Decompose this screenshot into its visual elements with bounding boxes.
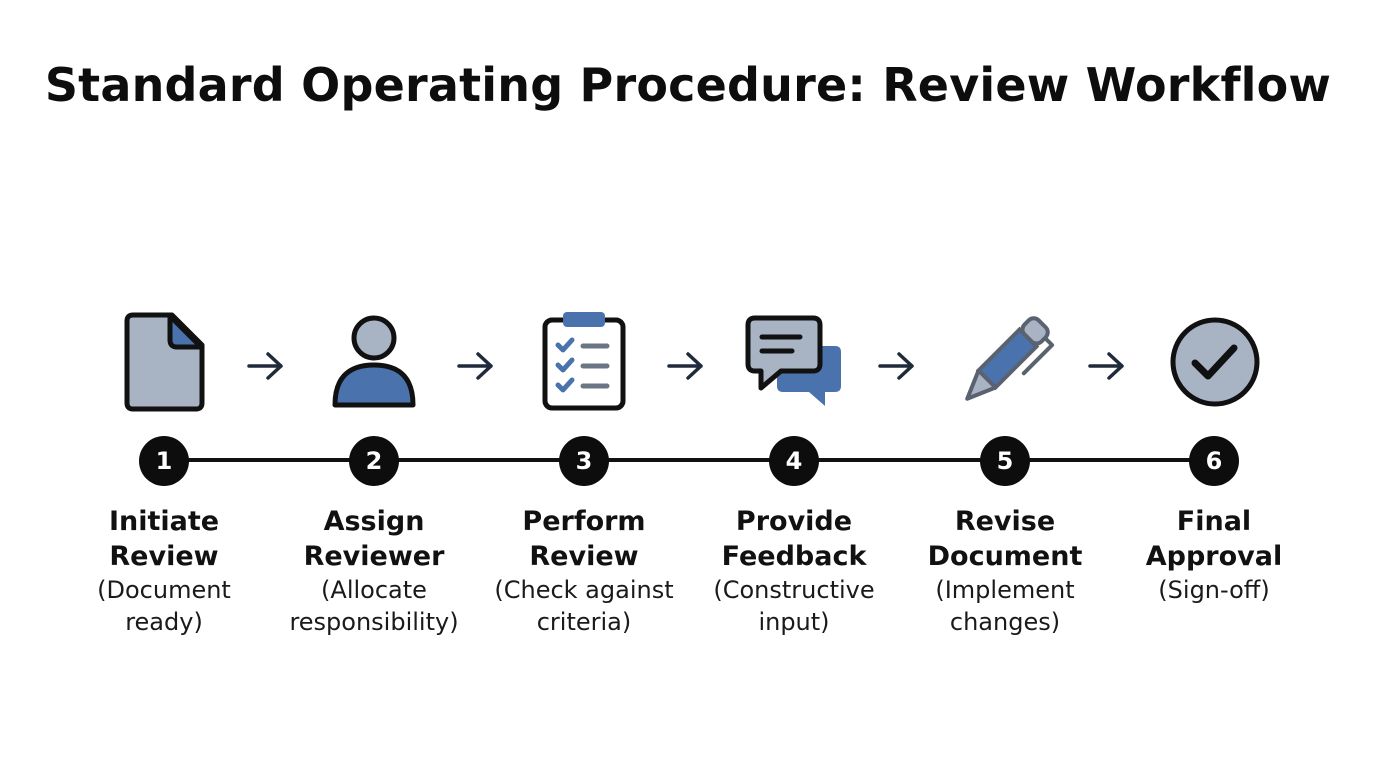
pen-icon <box>965 316 1055 401</box>
step-description: criteria) <box>536 608 632 636</box>
step-title: Review <box>109 541 219 572</box>
step-label: Revise Document (Implement changes) <box>895 504 1115 638</box>
step-description: responsibility) <box>289 608 459 636</box>
step-title: Document <box>927 541 1083 572</box>
person-icon <box>332 315 416 408</box>
step-label: Initiate Review (Document ready) <box>64 504 264 638</box>
step-label: Provide Feedback (Constructive input) <box>684 504 904 638</box>
step-title: Assign <box>323 506 425 537</box>
arrow-right-icon <box>457 352 493 380</box>
document-icon <box>124 312 205 412</box>
step-number-badge: 2 <box>349 436 399 486</box>
step-title: Perform <box>522 506 646 537</box>
step-title: Review <box>529 541 639 572</box>
step-description: (Allocate <box>321 576 427 604</box>
step-title: Reviewer <box>303 541 445 572</box>
step-number-badge: 1 <box>139 436 189 486</box>
arrow-right-icon <box>878 352 914 380</box>
step-number-badge: 4 <box>769 436 819 486</box>
step-title: Feedback <box>721 541 867 572</box>
step-label: Perform Review (Check against criteria) <box>474 504 694 638</box>
step-description: (Constructive <box>713 576 875 604</box>
checklist-icon <box>542 312 626 411</box>
step-description: input) <box>758 608 830 636</box>
step-title: Provide <box>735 506 853 537</box>
step-label: Final Approval (Sign-off) <box>1114 504 1314 606</box>
step-number-badge: 5 <box>980 436 1030 486</box>
arrow-right-icon <box>1088 352 1124 380</box>
step-description: (Check against <box>494 576 674 604</box>
timeline-line <box>164 458 1214 462</box>
arrow-right-icon <box>667 352 703 380</box>
step-description: ready) <box>125 608 203 636</box>
step-title: Initiate <box>108 506 220 537</box>
step-description: (Implement <box>935 576 1075 604</box>
step-description: (Document <box>97 576 231 604</box>
step-title: Revise <box>954 506 1056 537</box>
step-number-badge: 6 <box>1189 436 1239 486</box>
step-description: (Sign-off) <box>1158 576 1270 604</box>
step-label: Assign Reviewer (Allocate responsibility… <box>264 504 484 638</box>
step-title: Final <box>1176 506 1252 537</box>
step-description: changes) <box>949 608 1061 636</box>
arrow-right-icon <box>247 352 283 380</box>
step-title: Approval <box>1145 541 1283 572</box>
step-number-badge: 3 <box>559 436 609 486</box>
page-title: Standard Operating Procedure: Review Wor… <box>44 58 1332 112</box>
check-circle-icon <box>1170 317 1260 407</box>
speech-bubbles-icon <box>745 315 841 406</box>
